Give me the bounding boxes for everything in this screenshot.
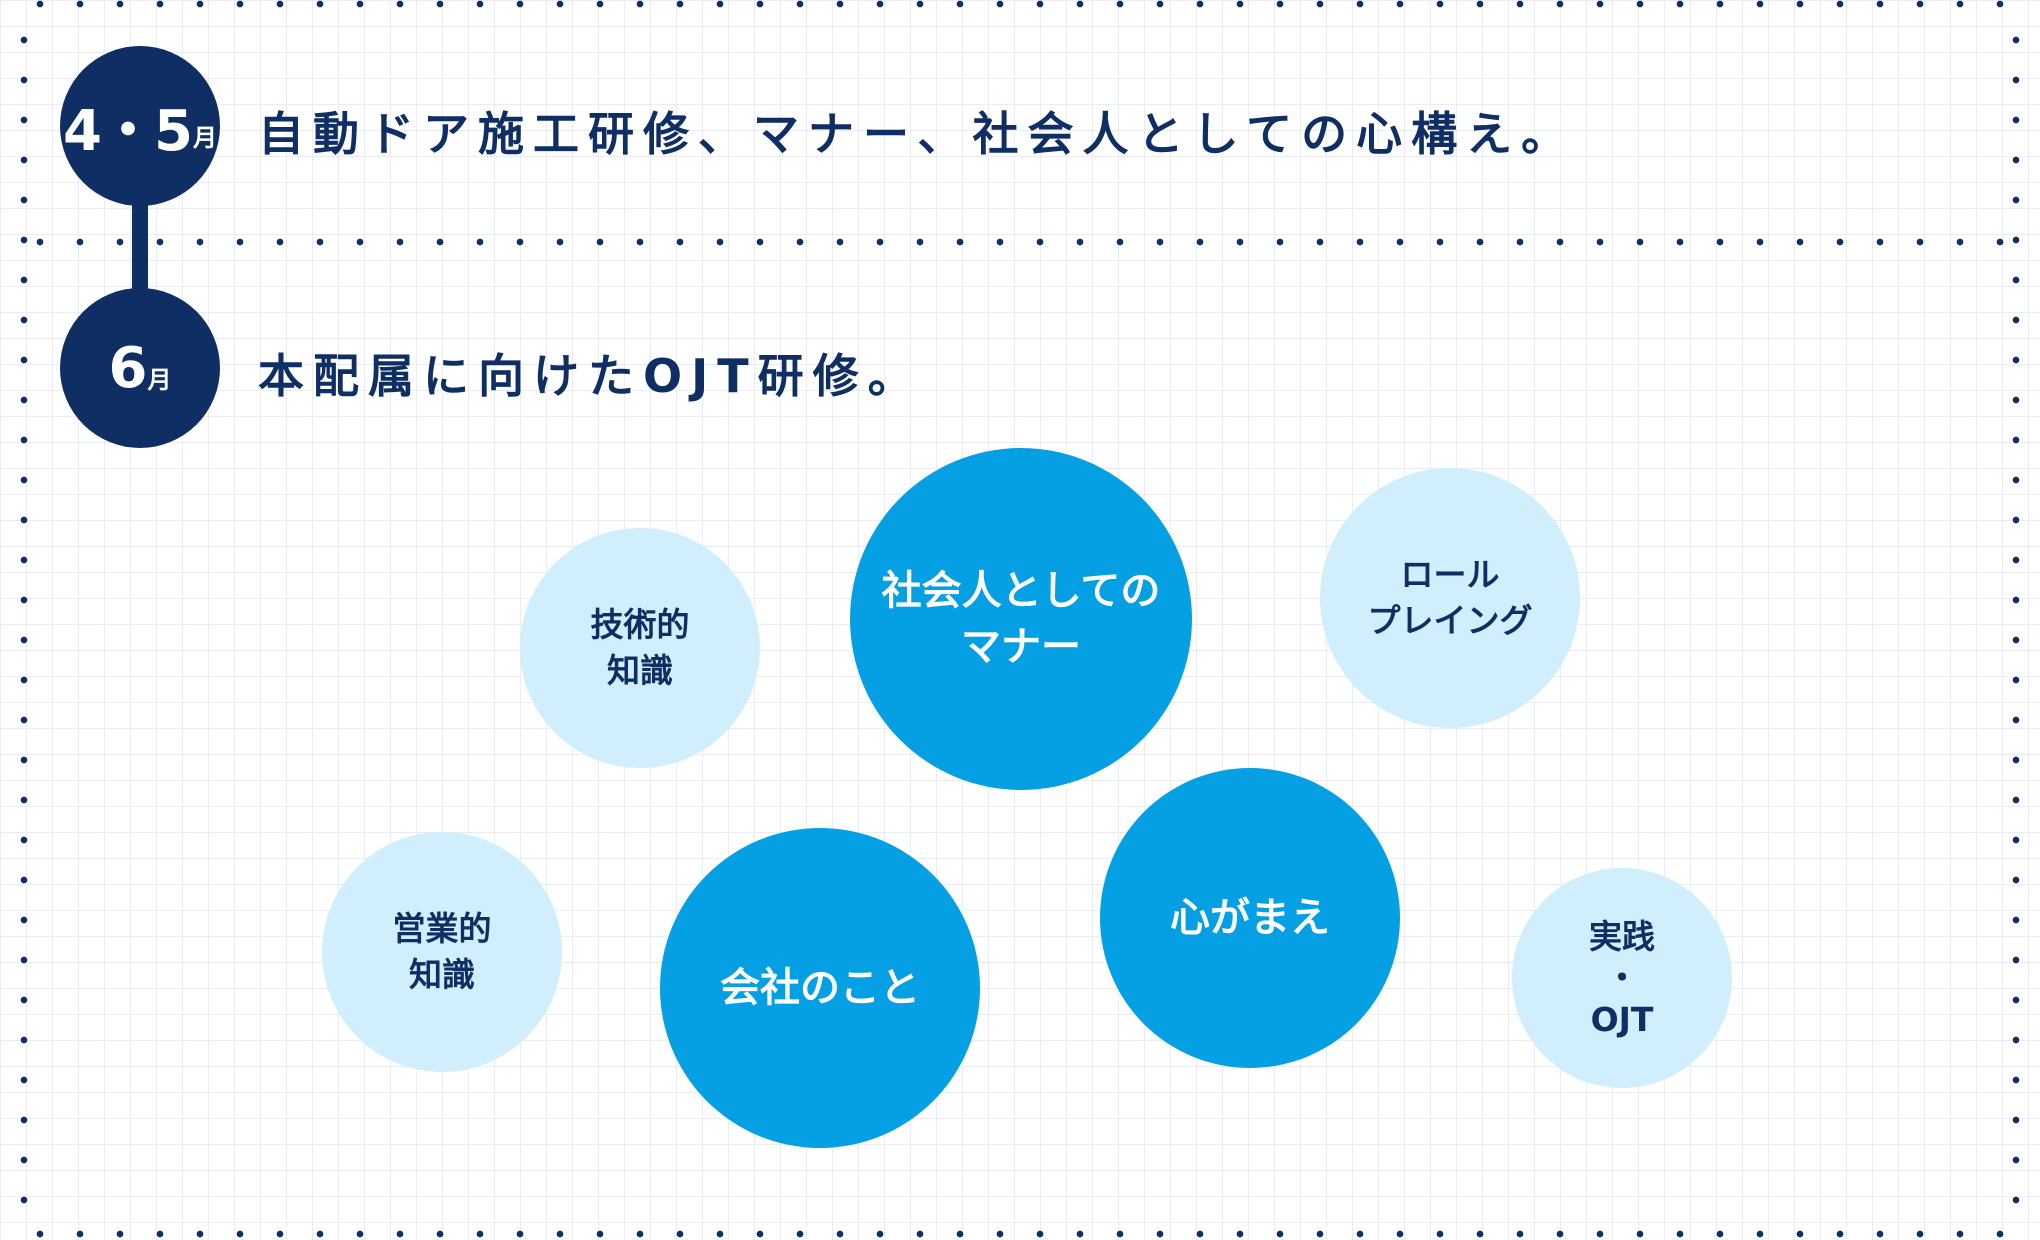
timeline-connector xyxy=(132,190,148,320)
top-dotted-border xyxy=(20,0,2020,8)
month-badge-april-may: 4・5 月 xyxy=(60,46,220,206)
bubble-about-company: 会社のこと xyxy=(660,828,980,1148)
bubble-sales-knowledge: 営業的 知識 xyxy=(322,832,562,1072)
bubble-mindset: 心がまえ xyxy=(1100,768,1400,1068)
bubble-practice-ojt: 実践 ・ OJT xyxy=(1512,868,1732,1088)
bubble-business-manners: 社会人としての マナー xyxy=(850,448,1192,790)
right-dotted-border xyxy=(2012,20,2020,1230)
badge-unit: 月 xyxy=(192,123,217,152)
bubble-technical-knowledge: 技術的 知識 xyxy=(520,528,760,768)
section-dotted-divider xyxy=(20,238,2020,246)
left-dotted-border xyxy=(20,20,28,1230)
step-1-description: 自動ドア施工研修、マナー、社会人としての心構え。 xyxy=(258,107,1577,161)
bottom-dotted-border xyxy=(20,1230,2020,1238)
month-badge-june: 6 月 xyxy=(60,288,220,448)
badge-unit: 月 xyxy=(147,365,172,394)
bubble-role-playing: ロール プレイング xyxy=(1320,468,1580,728)
badge-number: 4・5 xyxy=(63,98,193,164)
step-2-description: 本配属に向けたOJT研修。 xyxy=(258,349,923,403)
badge-number: 6 xyxy=(108,335,148,401)
